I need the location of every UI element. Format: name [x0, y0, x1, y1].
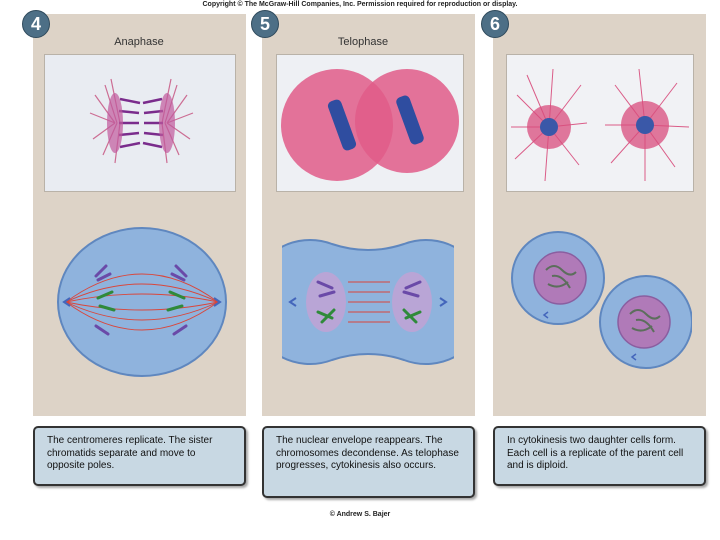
micrograph-telophase [276, 54, 464, 192]
caption-anaphase: The centromeres replicate. The sister ch… [33, 426, 246, 486]
micrograph-anaphase [44, 54, 236, 192]
caption-cytokinesis: In cytokinesis two daughter cells form. … [493, 426, 706, 486]
step-number-5: 5 [251, 10, 279, 38]
copyright-notice: Copyright © The McGraw-Hill Companies, I… [202, 1, 518, 8]
step-number-4: 4 [22, 10, 50, 38]
caption-telophase: The nuclear envelope reappears. The chro… [262, 426, 475, 498]
step-number-6: 6 [481, 10, 509, 38]
phase-label-anaphase: Anaphase [114, 36, 164, 48]
photo-credit: © Andrew S. Bajer [329, 511, 391, 518]
cell-diagram-telophase [282, 239, 454, 365]
phase-label-telophase: Telophase [337, 36, 389, 48]
micrograph-cytokinesis [506, 54, 694, 192]
cell-diagram-anaphase [57, 227, 227, 377]
cell-diagram-cytokinesis [511, 231, 692, 369]
